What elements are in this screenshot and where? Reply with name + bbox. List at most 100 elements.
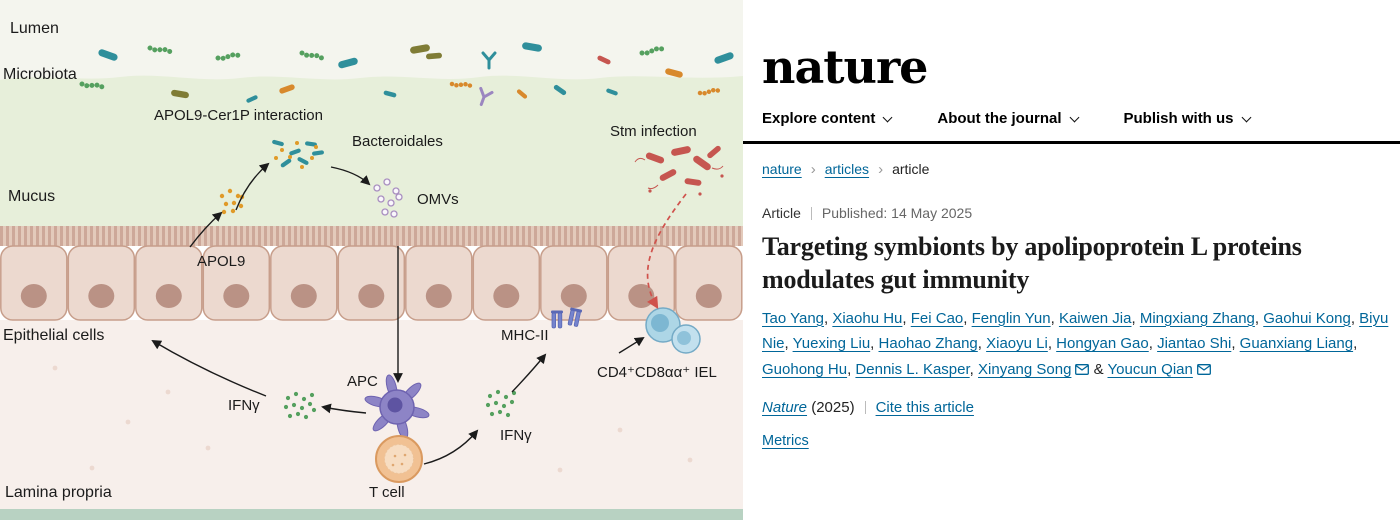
label-interaction: APOL9-Cer1P interaction [154, 107, 323, 124]
published-date: Published: 14 May 2025 [821, 205, 973, 221]
cite-article-link[interactable]: Cite this article [875, 398, 974, 416]
metrics-link[interactable]: Metrics [762, 432, 809, 449]
article-type: Article [762, 205, 801, 221]
main-nav: Explore content About the journal Publish … [762, 110, 1400, 127]
lamina-propria-zone [0, 320, 743, 520]
author-link[interactable]: Biyu Nie [762, 309, 1389, 353]
chevron-down-icon [1069, 112, 1079, 123]
author-separator: , [847, 361, 856, 379]
author-link[interactable]: Dennis L. Kasper [855, 361, 970, 379]
author-link[interactable]: Xiaoyu Li [986, 335, 1048, 353]
ifn-gamma-dots [283, 389, 517, 420]
label-apc: APC [347, 373, 378, 390]
email-icon[interactable] [1075, 358, 1090, 384]
article-title: Targeting symbionts by apolipoprotein L … [762, 232, 1302, 295]
author-link[interactable]: Fei Cao [910, 309, 964, 327]
mucus-zone [0, 75, 743, 227]
label-t-cell: T cell [369, 484, 405, 501]
t-cell [375, 435, 423, 483]
label-ifng-left: IFNγ [228, 397, 260, 414]
breadcrumb-nature[interactable]: nature [762, 161, 802, 177]
author-link[interactable]: Fenglin Yun [971, 309, 1051, 327]
author-link[interactable]: Xiaohu Hu [832, 309, 903, 327]
author-separator: , [963, 309, 972, 327]
label-microbiota: Microbiota [3, 66, 77, 83]
chevron-down-icon [882, 112, 893, 123]
label-bacteroidales: Bacteroidales [352, 133, 443, 150]
chevron-down-icon [1241, 112, 1251, 123]
author-ampersand: & [1089, 361, 1108, 379]
breadcrumb-articles[interactable]: articles [824, 161, 870, 177]
apc-cell [364, 374, 430, 440]
author-link[interactable]: Kaiwen Jia [1058, 309, 1132, 327]
nav-item-about-the-journal[interactable]: About the journal [937, 110, 1079, 127]
breadcrumb-separator-icon: › [878, 161, 884, 178]
nav-item-label: Publish with us [1123, 110, 1234, 127]
stm-bacteria [634, 144, 724, 196]
author-separator: , [1350, 309, 1360, 327]
label-ifng-right: IFNγ [500, 427, 532, 444]
bacteroidales-cluster [271, 139, 325, 169]
infection-arrow [646, 193, 687, 310]
author-separator: , [824, 309, 833, 327]
label-apol9: APOL9 [197, 253, 246, 270]
nature-logo[interactable]: nature [762, 40, 928, 94]
author-separator: , [1131, 309, 1140, 327]
article-figure[interactable]: Lumen Microbiota APOL9-Cer1P interaction… [0, 0, 743, 520]
author-separator: , [1047, 335, 1057, 353]
author-separator: , [784, 335, 793, 353]
mhc2-icon [551, 307, 583, 329]
label-lamina-propria: Lamina propria [5, 484, 112, 501]
label-lumen: Lumen [10, 20, 59, 37]
author-link[interactable]: Guanxiang Liang [1239, 335, 1354, 353]
label-stm-infection: Stm infection [610, 123, 697, 140]
author-separator: , [977, 335, 987, 353]
author-separator: , [1050, 309, 1059, 327]
author-link[interactable]: Xinyang Song [978, 361, 1072, 379]
author-link[interactable]: Yuexing Liu [792, 335, 871, 353]
article-meta: Article Published: 14 May 2025 [762, 205, 1400, 221]
breadcrumb-separator-icon: › [810, 161, 816, 178]
iel-cells [645, 307, 701, 354]
author-separator: , [1148, 335, 1158, 353]
omv-vesicles [373, 178, 403, 218]
author-link[interactable]: Youcun Qian [1107, 361, 1193, 379]
author-separator: , [870, 335, 879, 353]
author-link[interactable]: Haohao Zhang [878, 335, 978, 353]
label-iel: CD4⁺CD8αα⁺ IEL [597, 364, 717, 381]
author-list: Tao Yang, Xiaohu Hu, Fei Cao, Fenglin Yu… [762, 306, 1398, 384]
author-link[interactable]: Tao Yang [762, 309, 824, 327]
author-separator: , [1231, 335, 1240, 353]
lamina-texture [52, 365, 693, 473]
bottom-band [0, 509, 743, 520]
journal-link[interactable]: Nature [762, 398, 808, 416]
author-link[interactable]: Gaohui Kong [1263, 309, 1351, 327]
label-mucus: Mucus [8, 188, 56, 205]
author-separator: , [1353, 335, 1358, 353]
author-link[interactable]: Hongyan Gao [1056, 335, 1149, 353]
breadcrumb-article: article [892, 161, 930, 177]
flow-arrows [151, 162, 645, 465]
author-link[interactable]: Jiantao Shi [1157, 335, 1232, 353]
meta-divider [810, 207, 812, 220]
label-epithelial-cells: Epithelial cells [3, 327, 105, 344]
header-rule [743, 141, 1400, 144]
label-omvs: OMVs [417, 191, 459, 208]
author-separator: , [969, 361, 979, 379]
nav-item-publish-with-us[interactable]: Publish with us [1123, 110, 1251, 127]
author-link[interactable]: Mingxiang Zhang [1139, 309, 1255, 327]
author-link[interactable]: Guohong Hu [762, 361, 848, 379]
label-mhc2: MHC-II [501, 327, 549, 344]
author-separator: , [1254, 309, 1264, 327]
nav-item-label: About the journal [937, 110, 1062, 127]
epithelium-layer [0, 226, 743, 321]
nav-item-explore-content[interactable]: Explore content [762, 110, 893, 127]
nav-item-label: Explore content [762, 110, 876, 127]
citation-year: (2025) [811, 398, 855, 416]
citation-row: Nature (2025) Cite this article [762, 399, 1400, 416]
breadcrumb: nature › articles › article [762, 161, 1400, 178]
email-icon[interactable] [1196, 358, 1211, 384]
gut-immunity-illustration [0, 0, 743, 520]
author-separator: , [902, 309, 911, 327]
